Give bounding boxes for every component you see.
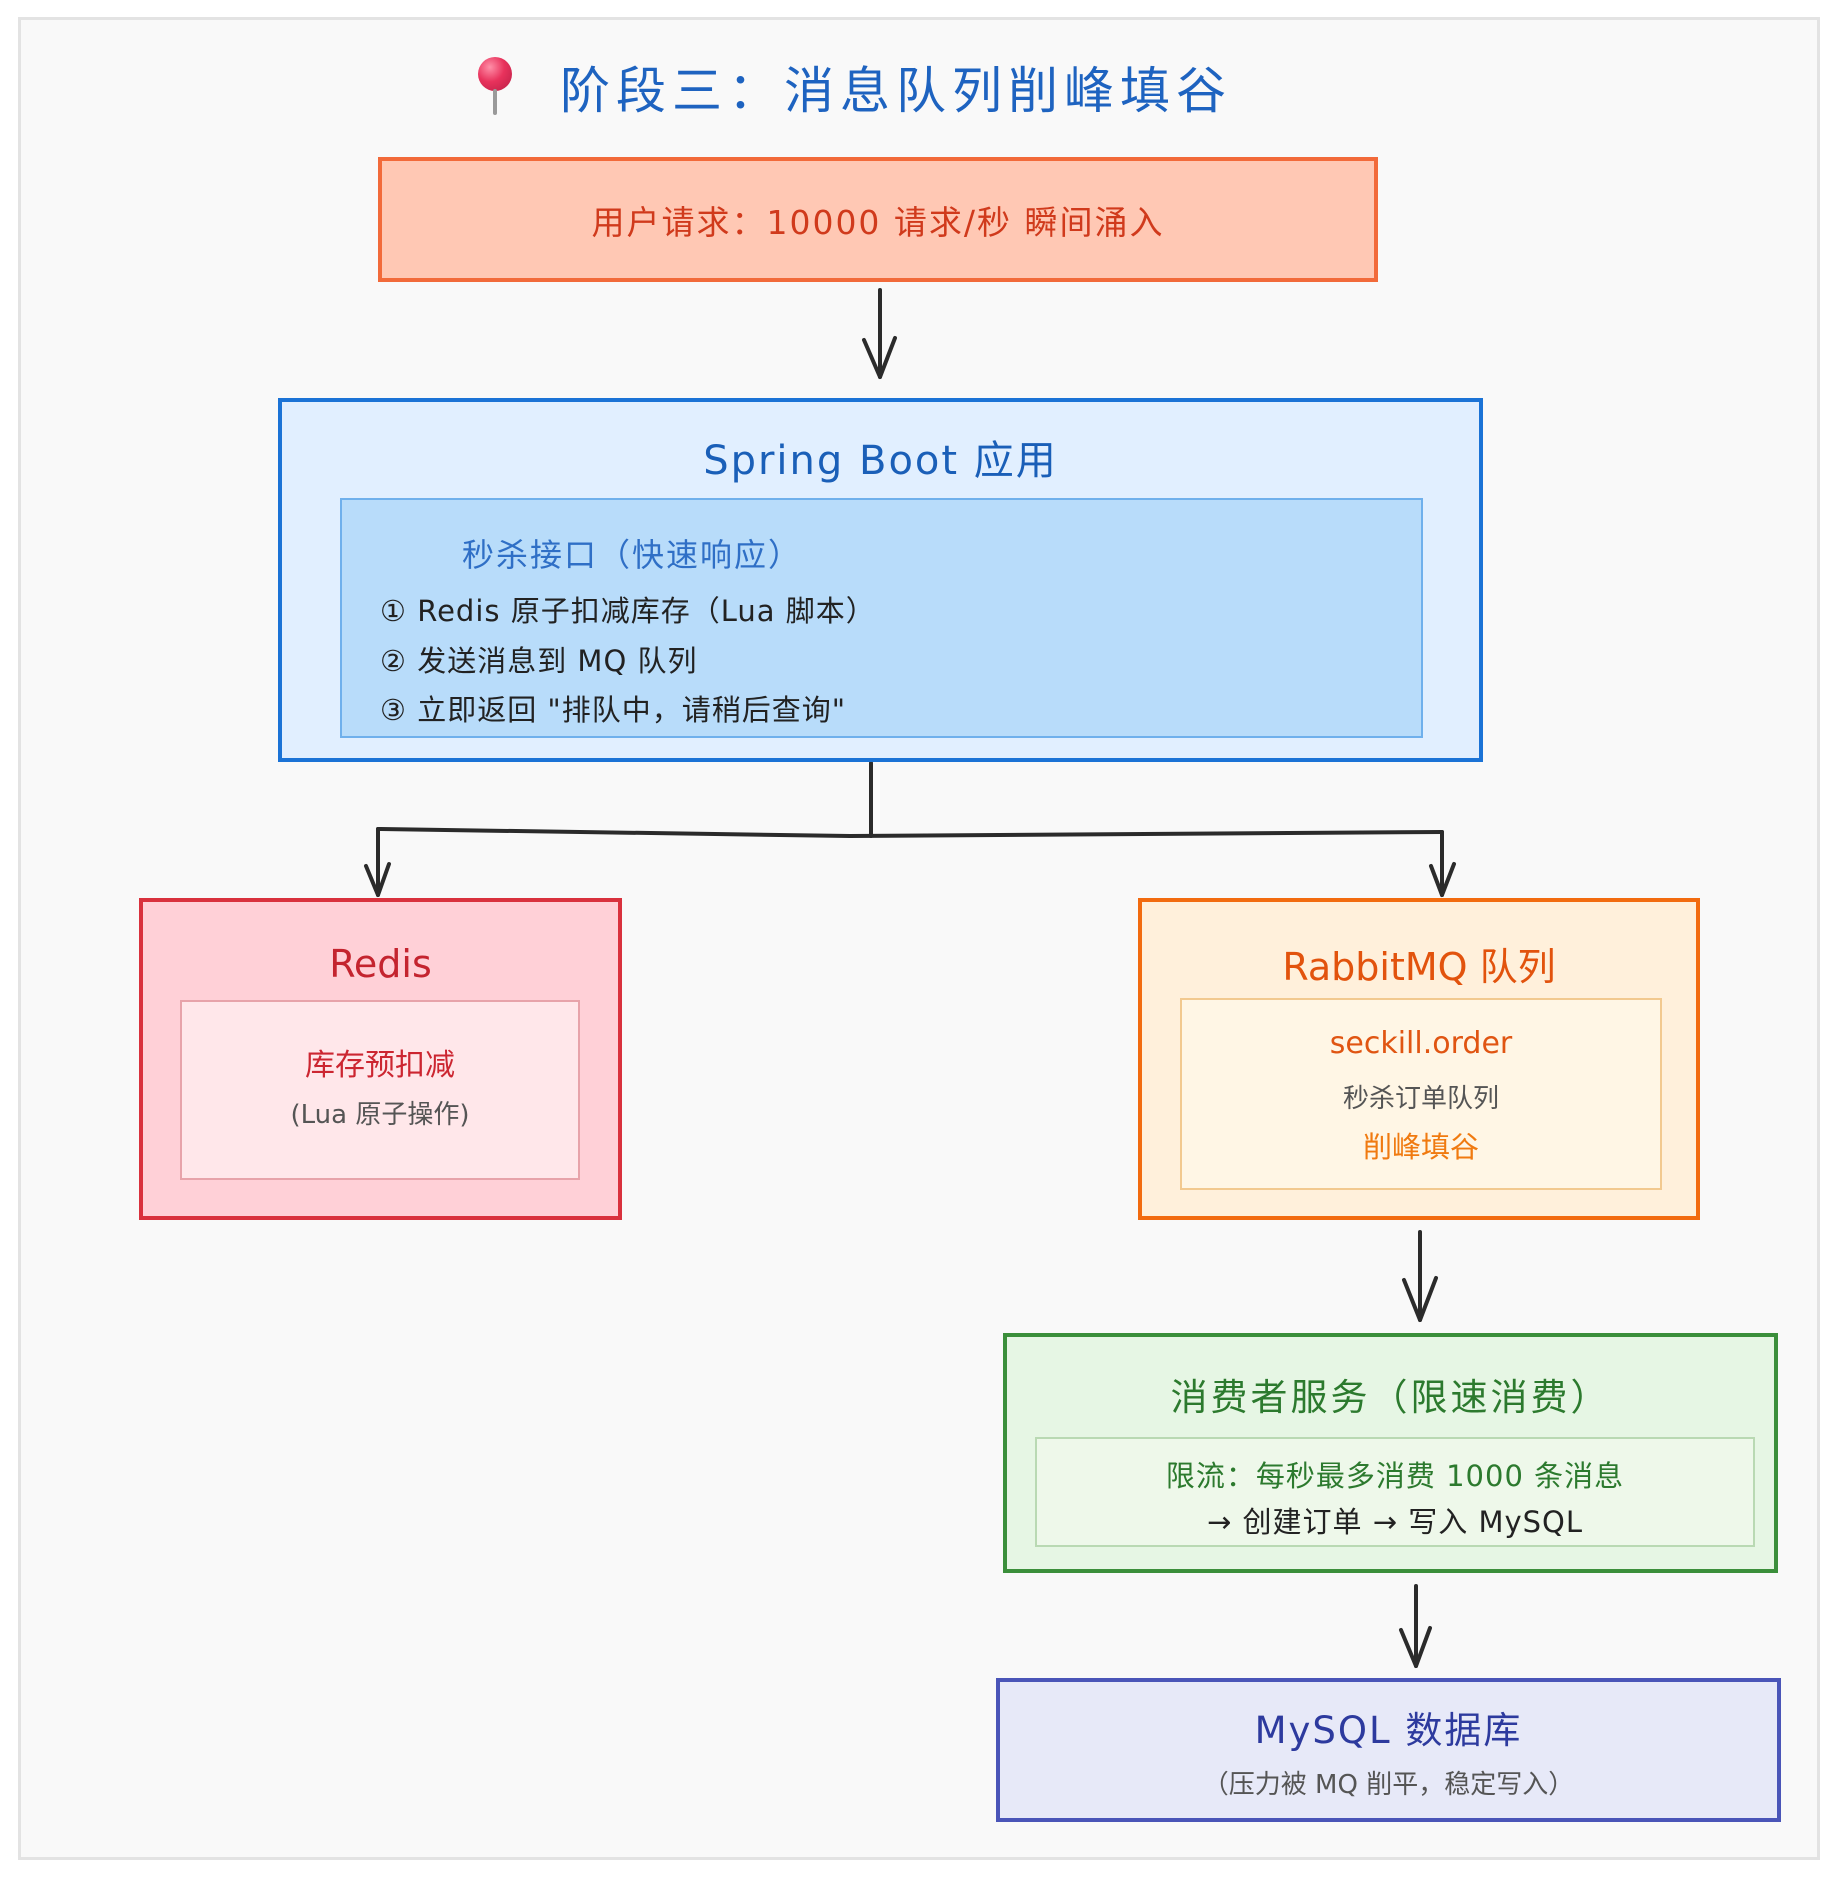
redis-stock-text: 库存预扣减: [305, 1048, 455, 1083]
api-step: ③ 立即返回 "排队中，请稍后查询": [380, 693, 847, 727]
api-step: ② 发送消息到 MQ 队列: [380, 644, 698, 678]
user-request-text: 用户请求：10000 请求/秒 瞬间涌入: [591, 202, 1165, 242]
diagram-title-text: 阶段三：消息队列削峰填谷: [560, 62, 1232, 120]
redis-title: Redis: [329, 942, 432, 986]
spring-boot-title: Spring Boot 应用: [703, 438, 1058, 484]
pushpin-icon: [478, 57, 514, 117]
queue-name: seckill.order: [1329, 1026, 1513, 1061]
rate-limit-text: 限流：每秒最多消费 1000 条消息: [1165, 1459, 1625, 1493]
rabbitmq-queue-box: seckill.order 秒杀订单队列 削峰填谷: [1180, 998, 1662, 1190]
api-step: ① Redis 原子扣减库存（Lua 脚本）: [380, 594, 876, 628]
consumer-title: 消费者服务（限速消费）: [1170, 1376, 1611, 1419]
user-request-box: 用户请求：10000 请求/秒 瞬间涌入: [378, 157, 1378, 282]
seckill-api-box: 秒杀接口（快速响应） ① Redis 原子扣减库存（Lua 脚本） ② 发送消息…: [340, 498, 1423, 738]
consumer-flow-text: → 创建订单 → 写入 MySQL: [1206, 1505, 1584, 1539]
seckill-api-title: 秒杀接口（快速响应）: [462, 536, 803, 574]
consumer-inner-box: 限流：每秒最多消费 1000 条消息 → 创建订单 → 写入 MySQL: [1035, 1437, 1755, 1547]
queue-tagline: 削峰填谷: [1362, 1130, 1479, 1164]
mysql-subtitle: （压力被 MQ 削平，稳定写入）: [1202, 1770, 1575, 1800]
mysql-title: MySQL 数据库: [1254, 1709, 1523, 1752]
redis-lua-text: (Lua 原子操作): [290, 1100, 470, 1130]
mysql-box: MySQL 数据库 （压力被 MQ 削平，稳定写入）: [996, 1678, 1781, 1822]
rabbitmq-title: RabbitMQ 队列: [1282, 945, 1556, 989]
queue-description: 秒杀订单队列: [1342, 1084, 1499, 1114]
diagram-title: 阶段三：消息队列削峰填谷: [478, 55, 1232, 120]
redis-inner-box: 库存预扣减 (Lua 原子操作): [180, 1000, 580, 1180]
